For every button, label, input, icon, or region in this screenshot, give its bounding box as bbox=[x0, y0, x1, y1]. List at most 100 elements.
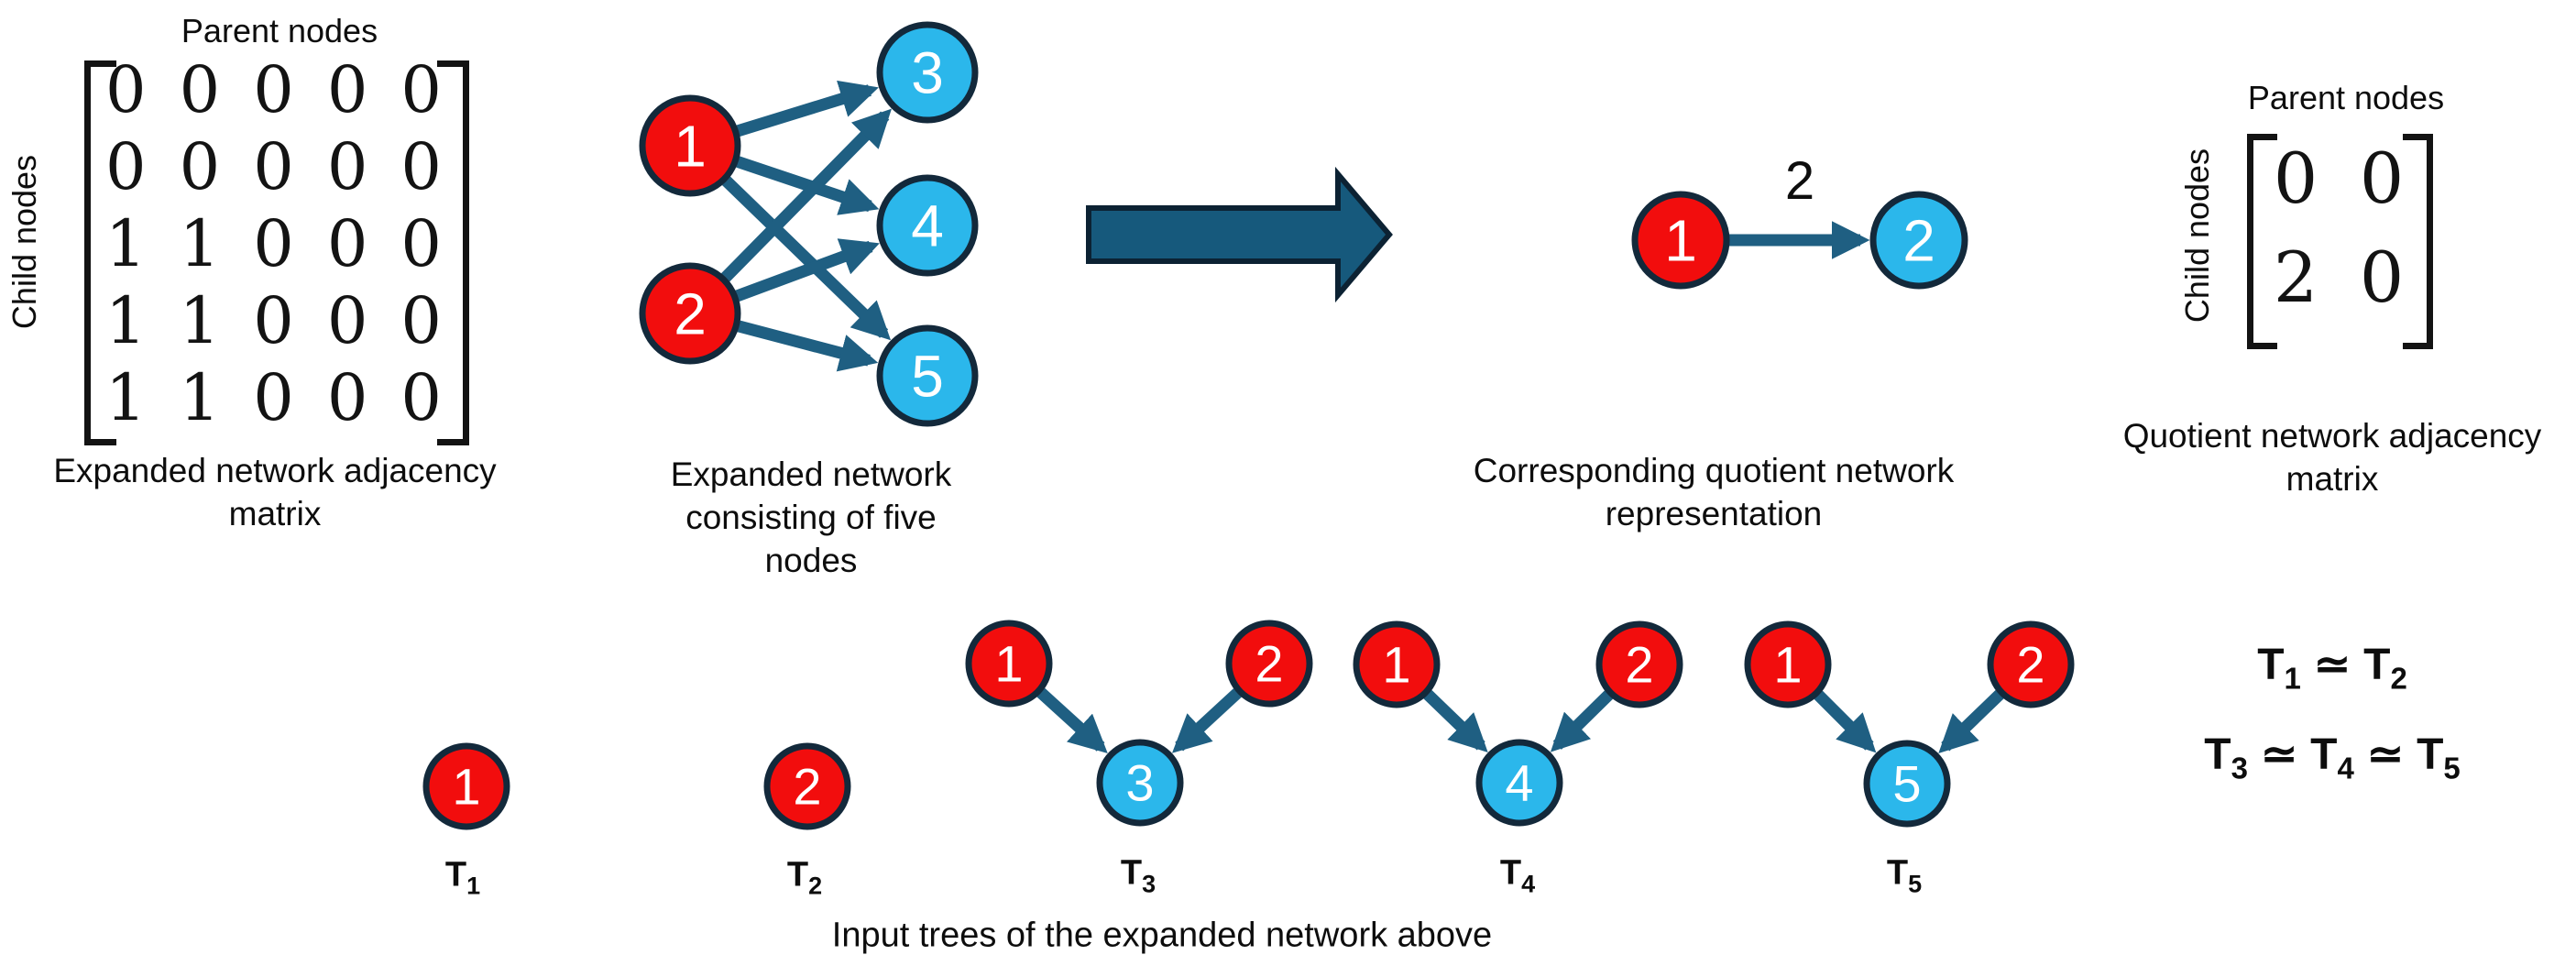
isomorphic-symbol: ≃ bbox=[2313, 641, 2351, 689]
tree-label-T5: T5 bbox=[1886, 853, 1923, 898]
expanded-matrix-cell-r2c3: 0 bbox=[253, 129, 294, 204]
expanded-network-edge-e2-e4 bbox=[735, 238, 880, 302]
tree-t2-node-label-2: 2 bbox=[793, 758, 821, 816]
tree-t4-node-label-1: 1 bbox=[1382, 636, 1410, 694]
expanded-matrix-cell-r4c3: 0 bbox=[253, 283, 294, 358]
expanded-matrix-cell-r4c2: 1 bbox=[179, 283, 221, 358]
isomorphic-symbol: ≃ bbox=[2366, 730, 2405, 779]
expanded-matrix-cell-r4c4: 0 bbox=[326, 283, 368, 358]
tree-t1-node-1-parent bbox=[422, 742, 510, 830]
tree-t5-node-5-child bbox=[1863, 740, 1951, 828]
quotient-matrix-cell-r2c2: 0 bbox=[2359, 236, 2405, 318]
tree-t4-node-4-child bbox=[1475, 739, 1563, 827]
expanded-matrix-cell-r2c2: 0 bbox=[179, 129, 221, 204]
equivalence-line-2: T3≃T4≃T5 bbox=[2204, 730, 2461, 785]
expanded-network-node-2-parent bbox=[639, 262, 741, 365]
expanded-network-node-label-5: 5 bbox=[911, 343, 944, 409]
quotient-matrix-cell-r1c1: 0 bbox=[2273, 137, 2318, 219]
quotient-matrix-cell-r2c1: 2 bbox=[2273, 236, 2318, 318]
expanded-matrix-left-bracket bbox=[84, 60, 116, 445]
tree-t3-node-2-parent bbox=[1225, 620, 1313, 708]
expanded-network-node-1-parent bbox=[639, 94, 741, 197]
expanded-matrix-caption: Expanded network adjacency matrix bbox=[53, 452, 497, 532]
tree-t1-node-label-1: 1 bbox=[452, 758, 480, 816]
quotient-network-node-label-2: 2 bbox=[1902, 207, 1935, 273]
expanded-network-edge-e1-e5 bbox=[721, 176, 892, 341]
expanded-network-node-label-3: 3 bbox=[911, 39, 944, 105]
quotient-matrix-caption: Quotient network adjacency matrix bbox=[2122, 417, 2542, 498]
tree-t5-edge-t5b-t5c bbox=[1938, 689, 2004, 753]
expanded-network-edge-e2-e5 bbox=[737, 320, 879, 372]
quotient-network-node-label-1: 1 bbox=[1664, 207, 1697, 273]
tree-t5-node-2-parent bbox=[1987, 620, 2075, 708]
tree-label-T3: T3 bbox=[1120, 853, 1156, 898]
expanded-matrix-cell-r2c5: 0 bbox=[400, 129, 442, 204]
expanded-matrix-cell-r3c4: 0 bbox=[326, 206, 368, 281]
expanded-network-node-4-child bbox=[876, 174, 979, 277]
expanded-network-node-5-child bbox=[876, 324, 979, 427]
expanded-network-node-label-4: 4 bbox=[911, 192, 944, 258]
expanded-network-edge-e1-e3 bbox=[736, 80, 879, 137]
expanded-matrix-child-label: Child nodes bbox=[5, 154, 43, 330]
expanded-network-node-label-1: 1 bbox=[674, 113, 707, 179]
edges-layer bbox=[720, 80, 2004, 753]
expanded-matrix-cell-r2c4: 0 bbox=[326, 129, 368, 204]
tree-t5-node-label-5: 5 bbox=[1892, 755, 1921, 813]
expanded-matrix-cell-r1c1: 0 bbox=[105, 52, 147, 127]
expanded-matrix-parent-label: Parent nodes bbox=[181, 12, 378, 49]
tree-t4-node-2-parent bbox=[1595, 620, 1683, 708]
quotient-network-caption: Corresponding quotient network represent… bbox=[1473, 452, 1955, 532]
expanded-matrix-right-bracket bbox=[437, 60, 469, 445]
tree-t3-node-1-parent bbox=[965, 620, 1053, 708]
expanded-matrix-cell-r5c3: 0 bbox=[253, 360, 294, 435]
tree-t3-edge-t3a-t3c bbox=[1036, 687, 1108, 753]
expanded-matrix-cell-r4c5: 0 bbox=[400, 283, 442, 358]
expanded-network-edge-e1-e4 bbox=[736, 156, 880, 215]
tree-t4-edge-t4b-t4c bbox=[1550, 690, 1614, 752]
expanded-network-edge-e2-e3 bbox=[720, 108, 892, 282]
tree-t5-node-label-1: 1 bbox=[1773, 636, 1802, 694]
quotient-matrix-right-bracket bbox=[2403, 134, 2433, 349]
tree-label-T2: T2 bbox=[786, 855, 823, 900]
tree-t5-node-label-2: 2 bbox=[2016, 636, 2044, 694]
quotient-matrix-cell-r1c2: 0 bbox=[2359, 137, 2405, 219]
expanded-matrix-cell-r3c1: 1 bbox=[105, 206, 147, 281]
expanded-matrix-cell-r1c2: 0 bbox=[179, 52, 221, 127]
expanded-network-node-label-2: 2 bbox=[674, 280, 707, 346]
expanded-matrix-cell-r3c2: 1 bbox=[179, 206, 221, 281]
expanded-matrix-cell-r3c3: 0 bbox=[253, 206, 294, 281]
expanded-matrix-cell-r5c5: 0 bbox=[400, 360, 442, 435]
expanded-matrix-cell-r1c4: 0 bbox=[326, 52, 368, 127]
expanded-network-caption: Expanded network consisting of five node… bbox=[670, 456, 952, 579]
tree-t3-node-label-2: 2 bbox=[1255, 635, 1283, 693]
equivalence-line-1: T1≃T2 bbox=[2257, 641, 2407, 696]
quotient-network-node-2-child bbox=[1869, 191, 1968, 290]
quotient-network-node-1-parent bbox=[1631, 191, 1730, 290]
tree-t5-node-1-parent bbox=[1744, 620, 1832, 708]
expanded-matrix-cell-r1c5: 0 bbox=[400, 52, 442, 127]
expanded-matrix-cell-r3c5: 0 bbox=[400, 206, 442, 281]
tree-t4-node-label-4: 4 bbox=[1505, 754, 1533, 812]
tree-t4-node-label-2: 2 bbox=[1625, 636, 1653, 694]
tree-label-T1: T1 bbox=[444, 855, 481, 900]
expanded-matrix-cell-r1c3: 0 bbox=[253, 52, 294, 127]
expanded-matrix-cell-r5c4: 0 bbox=[326, 360, 368, 435]
quotient-matrix-child-label: Child nodes bbox=[2178, 148, 2216, 324]
tree-t3-node-label-1: 1 bbox=[994, 635, 1023, 693]
edge-labels-layer: 2 bbox=[1785, 151, 1814, 211]
input-trees-caption: Input trees of the expanded network abov… bbox=[831, 916, 1493, 955]
tree-t2-node-2-parent bbox=[763, 742, 851, 830]
quotient-network-edge-weight-label: 2 bbox=[1785, 151, 1814, 211]
expanded-network-node-3-child bbox=[876, 21, 979, 124]
expanded-matrix-cell-r5c2: 1 bbox=[179, 360, 221, 435]
expanded-matrix-cell-r5c1: 1 bbox=[105, 360, 147, 435]
tree-t4-edge-t4a-t4c bbox=[1423, 689, 1488, 752]
transformation-arrow-icon bbox=[1086, 166, 1393, 303]
quotient-matrix-parent-label: Parent nodes bbox=[2247, 79, 2445, 116]
